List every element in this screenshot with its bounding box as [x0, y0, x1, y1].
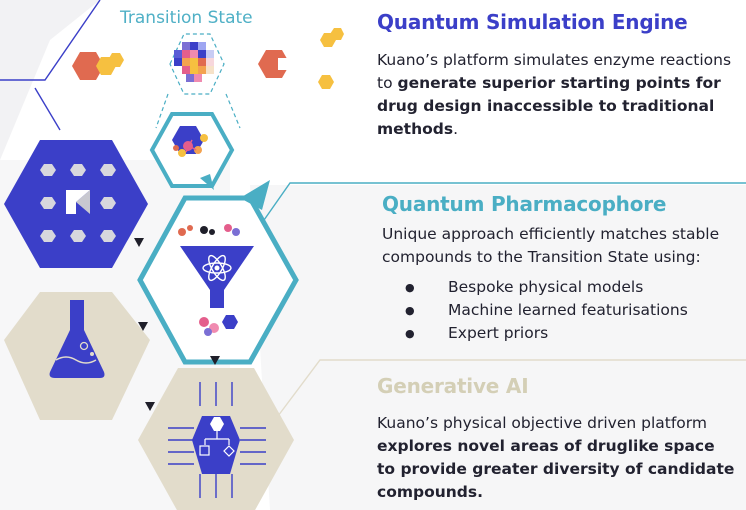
arrow-down-icon: [134, 238, 144, 247]
arrow-down-icon: [210, 356, 220, 365]
text-plain: Kuano’s physical objective driven platfo…: [377, 414, 707, 432]
list-item: Expert priors: [405, 322, 688, 345]
transition-state-label: Transition State: [120, 8, 253, 28]
transition-state-molecule-icon: [169, 33, 225, 95]
section-title-generative-ai: Generative AI: [377, 374, 529, 398]
dashed-connector: [225, 93, 241, 129]
section-text-generative-ai: Kuano’s physical objective driven platfo…: [377, 412, 737, 504]
text-bold: explores novel areas of druglike space t…: [377, 437, 735, 501]
section-title-quantum-simulation: Quantum Simulation Engine: [377, 10, 688, 34]
funnel-atom-icon: [137, 180, 299, 365]
section-text-quantum-simulation: Kuano’s platform simulates enzyme reacti…: [377, 49, 737, 141]
transition-state-zoom-icon: [149, 112, 235, 190]
bg-panel: [0, 0, 100, 160]
atom-dots-icon: [318, 28, 344, 89]
list-item: Bespoke physical models: [405, 276, 688, 299]
circuit-hexagon-icon: [138, 368, 294, 510]
molecule-left-icon: [72, 52, 124, 80]
molecule-right-icon: [258, 50, 292, 78]
arrow-down-icon: [145, 402, 155, 411]
connector-line-3: [274, 359, 746, 421]
section-text-quantum-pharmacophore: Unique approach efficiently matches stab…: [382, 225, 720, 266]
list-item: Machine learned featurisations: [405, 299, 688, 322]
arrow-down-icon: [138, 322, 148, 331]
connector-line-1: [0, 0, 101, 81]
text-end: .: [453, 120, 459, 138]
flask-icon: [4, 292, 150, 420]
bg-panel-right: [250, 185, 746, 510]
text-plain: Kuano’s platform simulates enzyme reacti…: [377, 51, 732, 92]
dashed-connector: [155, 93, 169, 129]
connector-line-1b: [34, 87, 61, 131]
kuano-logo-icon: [4, 140, 148, 268]
text-bold: generate superior starting points for dr…: [377, 74, 721, 138]
pharmacophore-bullet-list: Bespoke physical models Machine learned …: [405, 276, 688, 345]
section-title-quantum-pharmacophore: Quantum Pharmacophore: [382, 192, 667, 216]
